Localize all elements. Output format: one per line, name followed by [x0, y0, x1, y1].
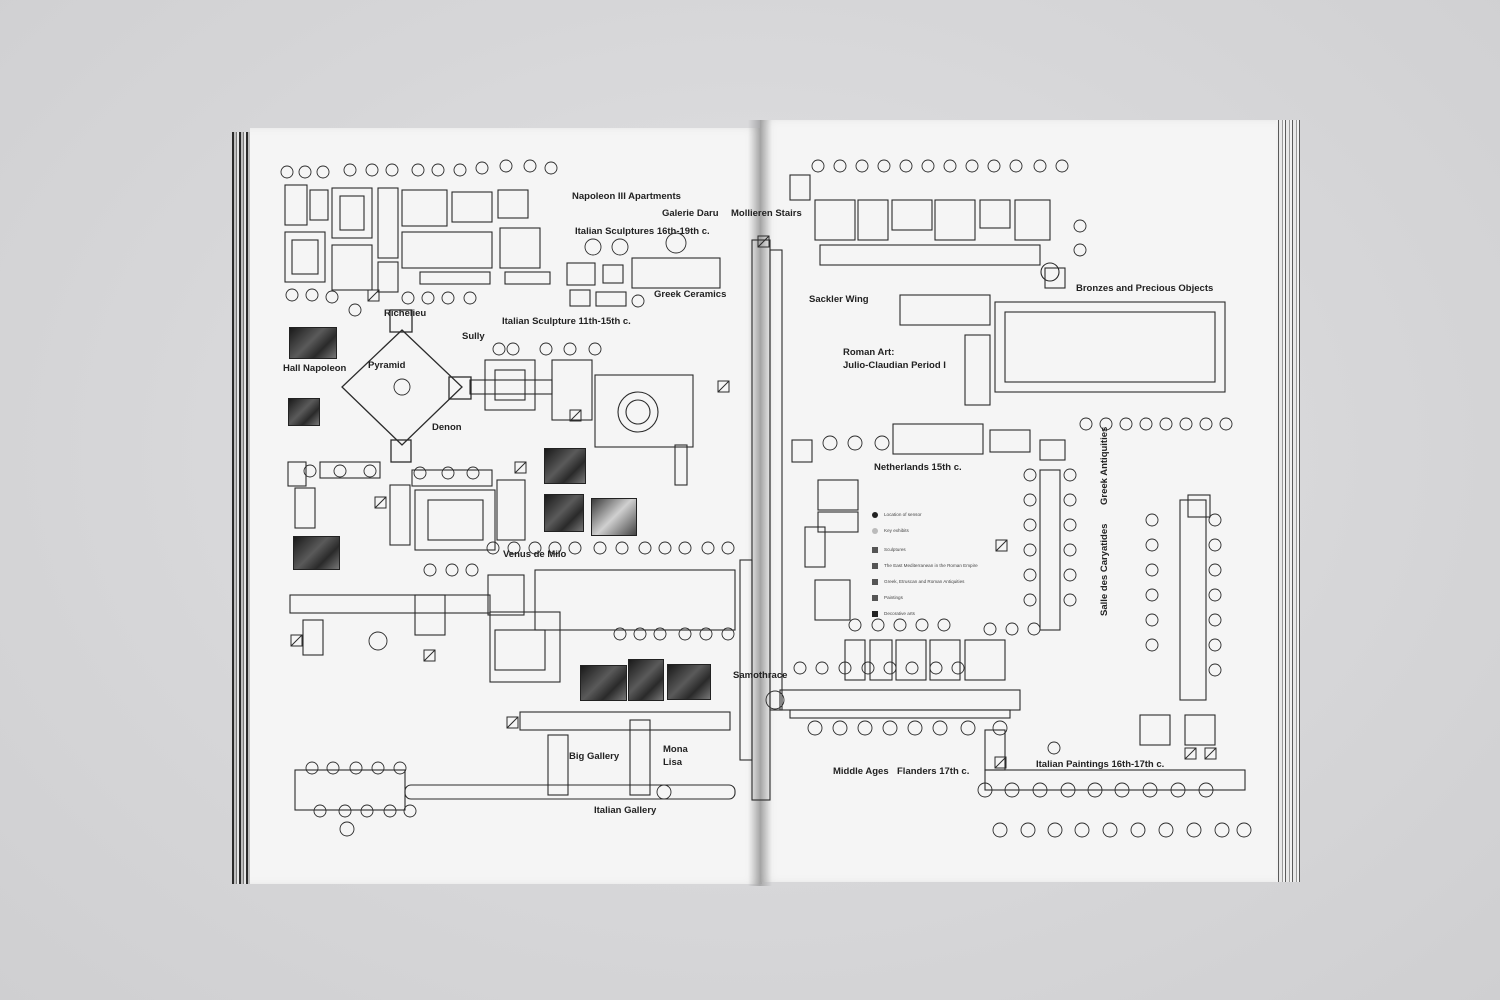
- label-middle-ages: Middle Ages: [833, 766, 889, 777]
- top-room-row-left: [284, 184, 721, 307]
- label-greek-ceramics: Greek Ceramics: [654, 289, 727, 300]
- legend-row: Decorative arts: [872, 607, 992, 620]
- label-denon: Denon: [432, 422, 462, 433]
- label-sackler-wing: Sackler Wing: [809, 294, 869, 305]
- map-legend: Location of sensor Key exhibits Sculptur…: [872, 508, 992, 623]
- label-julio-claudian: Julio-Claudian Period I: [843, 360, 946, 371]
- legend-square-icon: [872, 594, 878, 601]
- stair-icons: [290, 235, 1217, 769]
- middle-ages-rooms: [779, 494, 1246, 791]
- pyramid-outline: [341, 309, 472, 463]
- legend-text: Paintings: [884, 595, 903, 600]
- right-page-circles: [765, 159, 1252, 838]
- denon-wing: [287, 461, 736, 683]
- legend-row: Greek, Etruscan and Roman Antiquities: [872, 575, 992, 588]
- spine-corridor: [739, 239, 783, 801]
- legend-square-icon: [872, 578, 878, 585]
- legend-text: Greek, Etruscan and Roman Antiquities: [884, 579, 965, 584]
- label-lisa: Lisa: [663, 757, 683, 768]
- label-big-gallery: Big Gallery: [569, 751, 620, 762]
- legend-square-icon: [872, 546, 878, 553]
- book-edge-right: [1272, 120, 1300, 882]
- legend-row: Sculptures: [872, 543, 992, 556]
- legend-text: Location of sensor: [884, 512, 922, 517]
- legend-row: Key exhibits: [872, 524, 992, 537]
- photo-mona-lisa: [628, 659, 664, 701]
- photo-exhibit-7: [580, 665, 627, 701]
- legend-text: Sculptures: [884, 547, 906, 552]
- big-gallery: [294, 711, 736, 811]
- sackler-cluster: [789, 174, 1226, 406]
- netherlands-rooms: [791, 423, 1066, 631]
- label-italian-paintings: Italian Paintings 16th-17th c.: [1036, 759, 1165, 770]
- photo-exhibit-2: [288, 398, 320, 426]
- sully-wing: [469, 359, 694, 486]
- legend-dot-light-icon: [872, 527, 878, 534]
- legend-text: Decorative arts: [884, 611, 915, 616]
- legend-row: Paintings: [872, 591, 992, 604]
- legend-row: The East Mediterranean in the Roman Empi…: [872, 559, 992, 572]
- label-mollien-stairs: Mollieren Stairs: [731, 208, 802, 219]
- legend-row: Location of sensor: [872, 508, 992, 521]
- photo-exhibit-6: [591, 498, 637, 536]
- label-italian-gallery: Italian Gallery: [594, 805, 657, 816]
- legend-dot-icon: [872, 511, 878, 518]
- label-richelieu: Richelieu: [384, 308, 427, 319]
- label-salle-des-caryatides: Salle des Caryatides: [1099, 523, 1110, 616]
- legend-square-icon: [872, 562, 878, 569]
- legend-text: The East Mediterranean in the Roman Empi…: [884, 563, 978, 568]
- label-pyramid: Pyramid: [368, 360, 406, 371]
- legend-text: Key exhibits: [884, 528, 909, 533]
- label-sully: Sully: [462, 331, 485, 342]
- label-italian-sculpture-11-15: Italian Sculpture 11th-15th c.: [502, 316, 631, 327]
- label-mona: Mona: [663, 744, 688, 755]
- label-bronzes: Bronzes and Precious Objects: [1076, 283, 1214, 294]
- label-flanders: Flanders 17th c.: [897, 766, 970, 777]
- label-galerie-daru: Galerie Daru: [662, 208, 719, 219]
- label-hall-napoleon: Hall Napoleon: [283, 363, 347, 374]
- photo-exhibit-3: [293, 536, 340, 570]
- label-venus-de-milo: Venus de Milo: [503, 549, 567, 560]
- photo-exhibit-4: [544, 448, 586, 484]
- legend-square-icon: [872, 610, 878, 617]
- label-netherlands: Netherlands 15th c.: [874, 462, 962, 473]
- label-greek-antiquities: Greek Antiquities: [1099, 426, 1110, 505]
- right-page: [760, 120, 1276, 882]
- open-book: [222, 118, 1304, 890]
- label-italian-sculptures-16-19: Italian Sculptures 16th-19th c.: [575, 226, 710, 237]
- left-page: [250, 128, 762, 884]
- photo-exhibit-5: [544, 494, 584, 532]
- label-roman-art: Roman Art:: [843, 347, 895, 358]
- photo-hall-napoleon: [289, 327, 337, 359]
- label-napoleon-apartments: Napoleon III Apartments: [572, 191, 681, 202]
- room-number-circles: [280, 159, 735, 837]
- label-samothrace: Samothrace: [733, 670, 788, 681]
- photo-exhibit-9: [667, 664, 711, 700]
